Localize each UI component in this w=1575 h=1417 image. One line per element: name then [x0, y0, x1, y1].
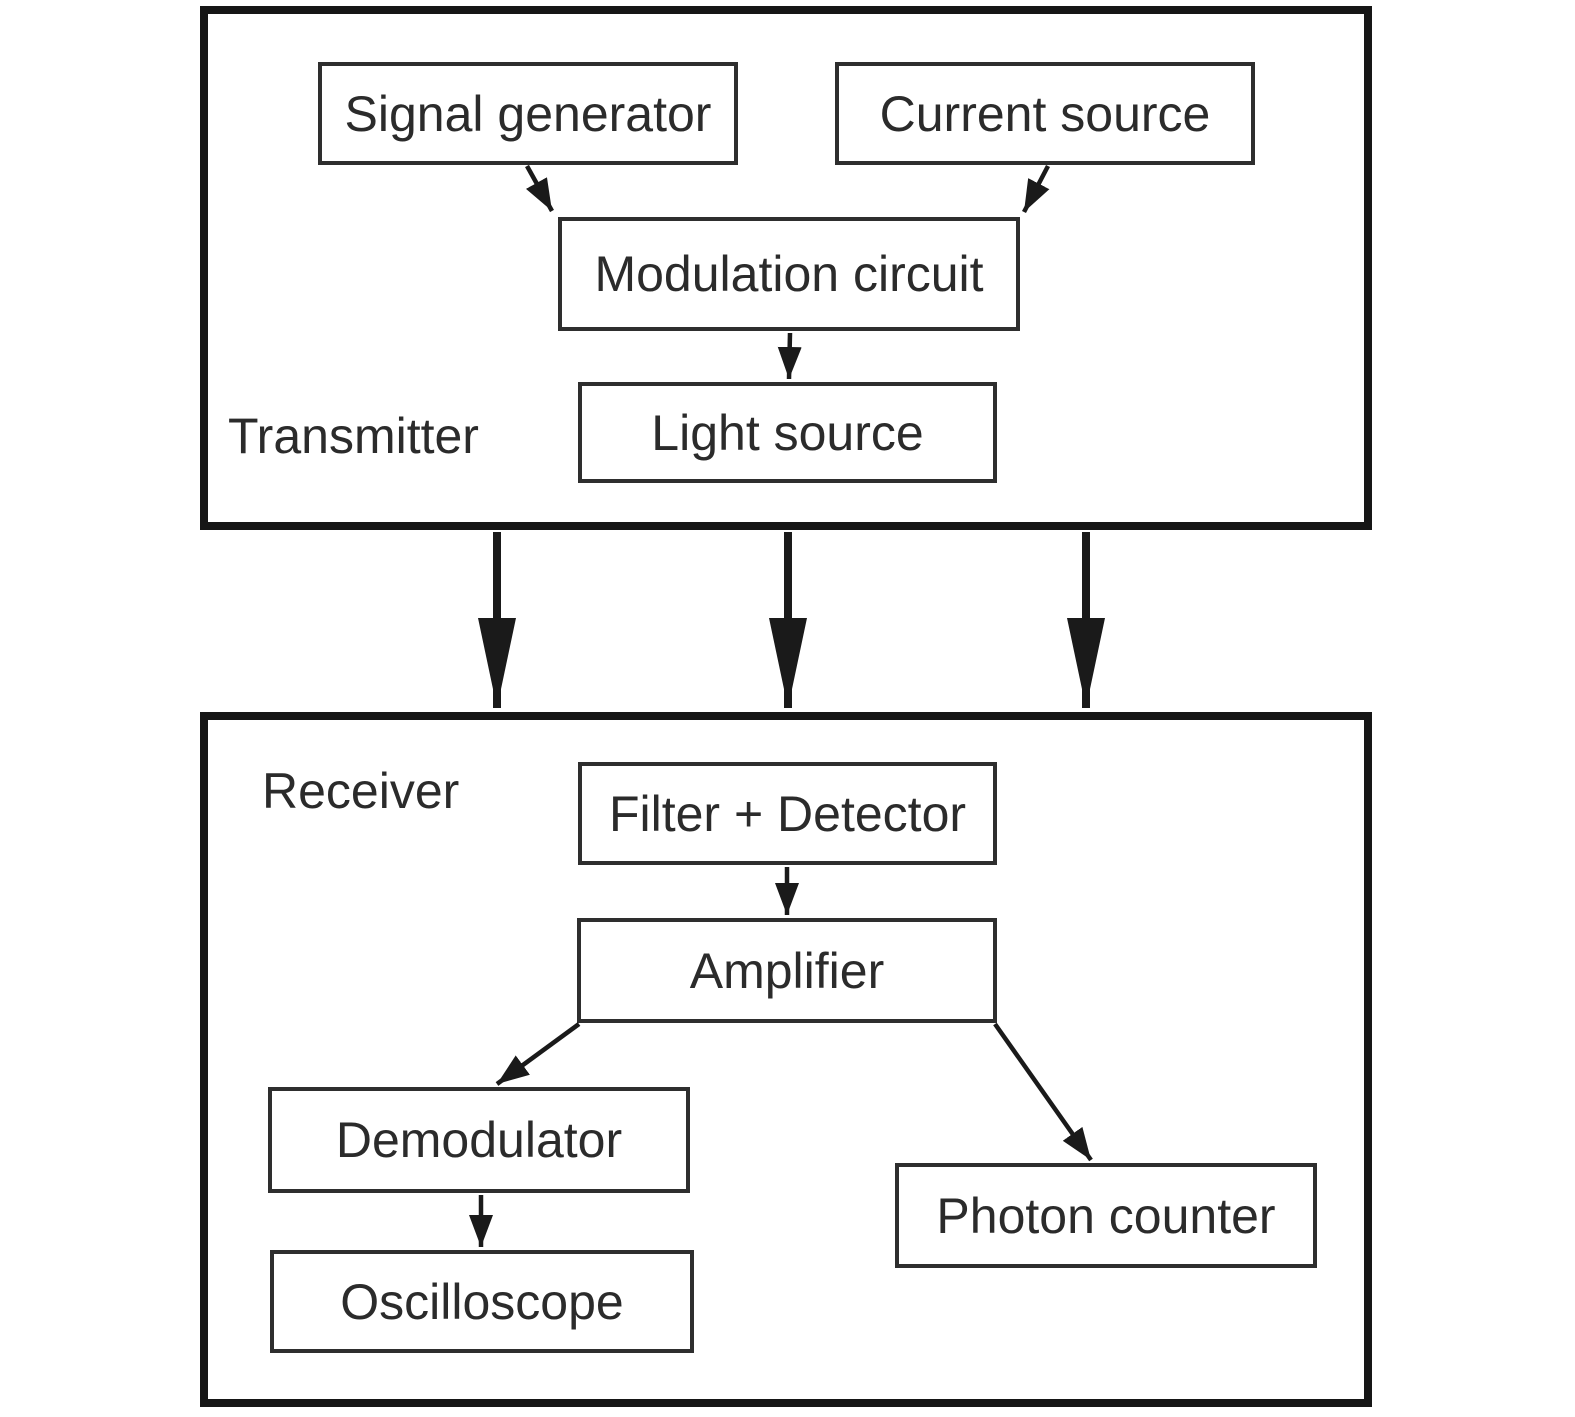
light-source-node: Light source: [578, 382, 997, 483]
demodulator-node: Demodulator: [268, 1087, 690, 1193]
filter-detector-node: Filter + Detector: [578, 762, 997, 865]
current-source-node: Current source: [835, 62, 1255, 165]
photon-counter-node: Photon counter: [895, 1163, 1317, 1268]
signal-generator-node: Signal generator: [318, 62, 738, 165]
receiver-label: Receiver: [262, 763, 460, 819]
amplifier-node: Amplifier: [577, 918, 997, 1023]
oscilloscope-node: Oscilloscope: [270, 1250, 694, 1353]
transmitter-label: Transmitter: [228, 408, 479, 464]
modulation-circuit-node: Modulation circuit: [558, 217, 1020, 331]
